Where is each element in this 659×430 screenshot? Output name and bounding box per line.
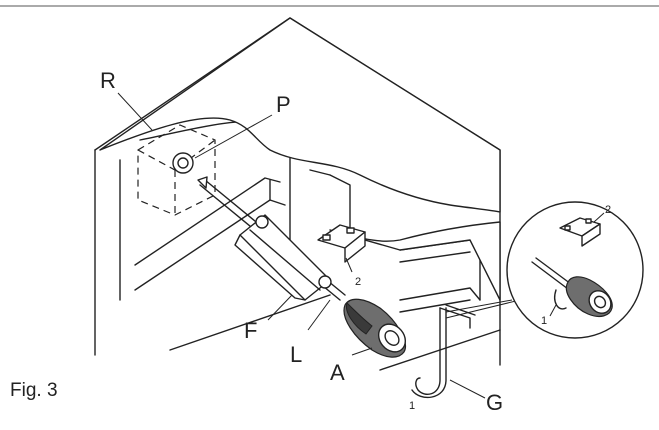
- label-L: L: [290, 342, 302, 367]
- label-num-1-hook: 1: [409, 400, 415, 412]
- label-num-1-inset: 1: [541, 315, 547, 327]
- label-P: P: [276, 92, 291, 117]
- label-num-2-inset: 2: [605, 204, 611, 216]
- figure-caption: Fig. 3: [10, 380, 58, 401]
- oven-cavity: [94, 17, 501, 371]
- label-G: G: [486, 390, 503, 415]
- screwdriver: [197, 176, 407, 358]
- detail-inset: [445, 201, 644, 339]
- label-A: A: [330, 360, 345, 385]
- clip-bracket: [317, 224, 366, 263]
- lamp-bulb: [172, 152, 194, 174]
- label-num-2-main: 2: [355, 276, 361, 288]
- leader-lines: [117, 92, 486, 399]
- hook-wire: [411, 304, 476, 399]
- label-F: F: [244, 318, 257, 343]
- label-R: R: [100, 68, 116, 93]
